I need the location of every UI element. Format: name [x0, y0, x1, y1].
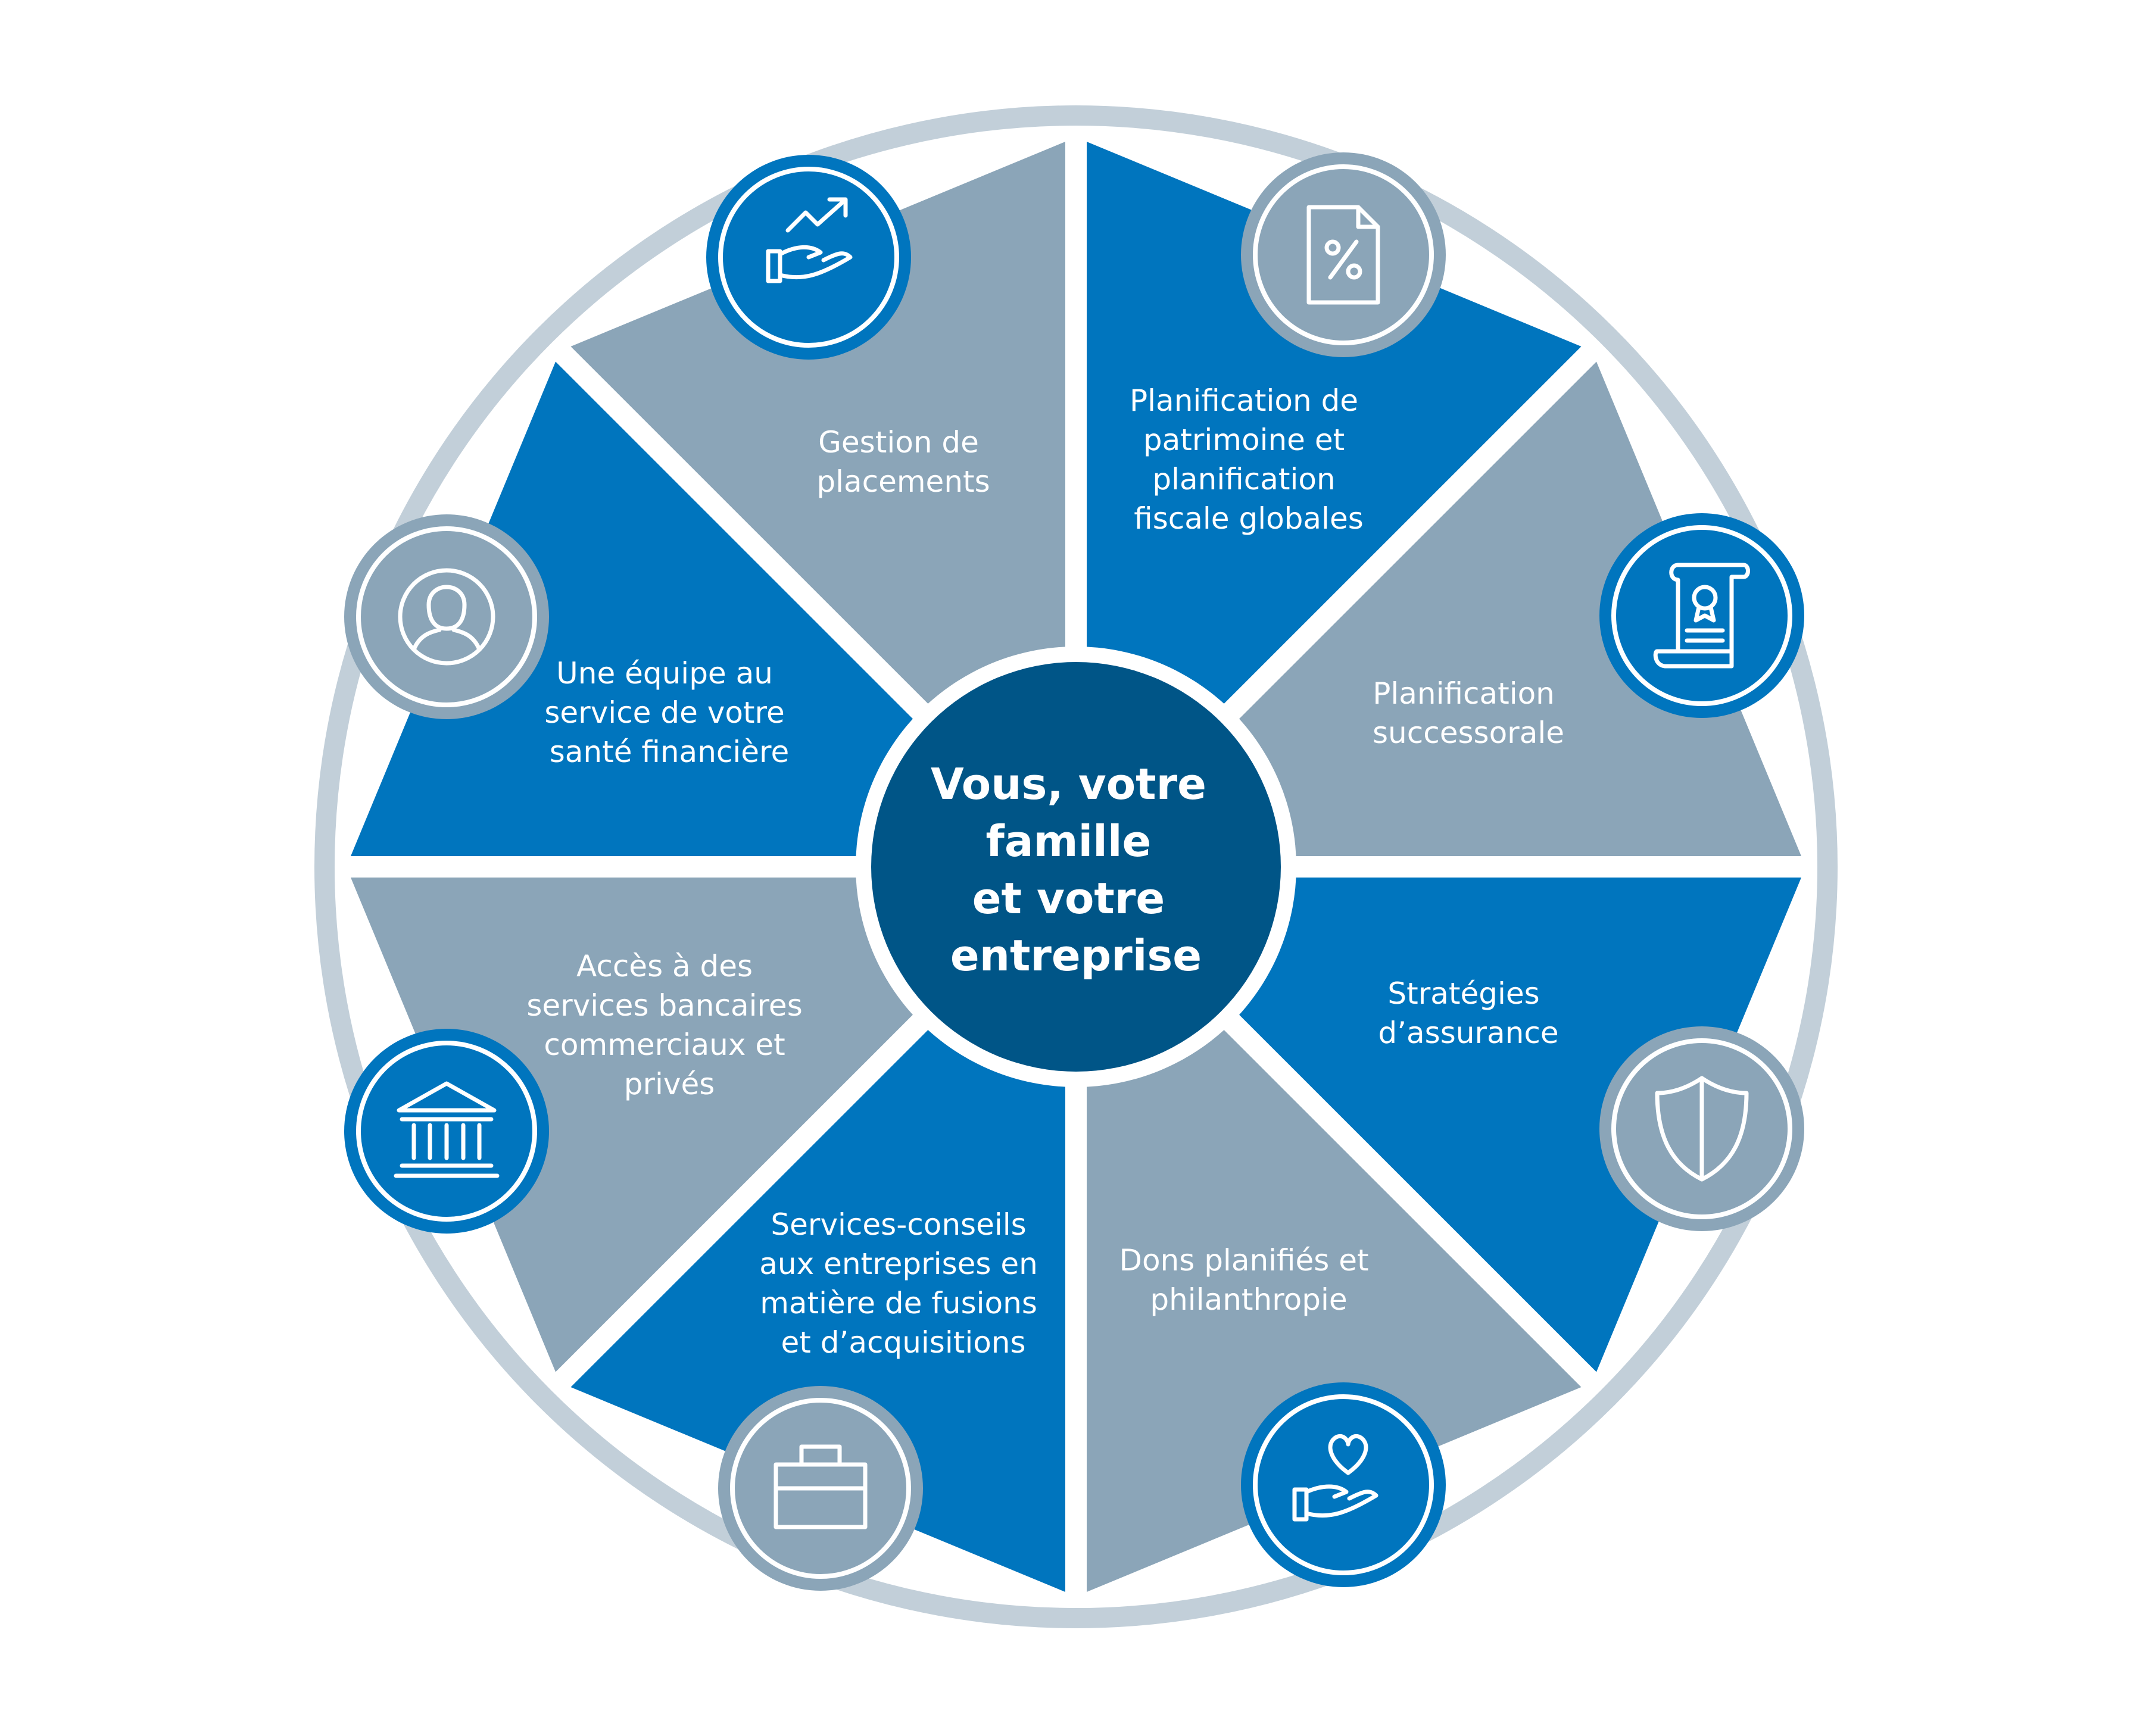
badge-services-conseils	[718, 1386, 923, 1591]
label-gestion-placements: Gestion de placements	[816, 425, 990, 499]
outer-ring	[314, 105, 1838, 1628]
tax-document-icon	[1306, 205, 1380, 305]
badge-strategies-assurance	[1599, 1026, 1804, 1231]
center-hub	[871, 662, 1281, 1072]
hand-heart-icon	[1292, 1434, 1378, 1522]
briefcase-icon	[774, 1444, 868, 1529]
label-dons-planifies: Dons planifiés et philanthropie	[1119, 1243, 1378, 1317]
label-equipe-sante-financiere: Une équipe au service de votre santé fin…	[544, 656, 794, 769]
hand-growth-icon	[766, 197, 853, 283]
label-services-conseils: Services-conseils aux entreprises en mat…	[759, 1207, 1047, 1360]
badge-equipe-sante-financiere	[344, 514, 549, 719]
icon-badges	[344, 152, 1804, 1591]
badge-dons-planifies	[1241, 1382, 1446, 1587]
badge-planification-successorale	[1599, 513, 1804, 718]
label-planification-successorale: Planification successorale	[1373, 676, 1564, 750]
label-planification-patrimoine: Planification de patrimoine et planifica…	[1130, 383, 1368, 536]
certificate-scroll-icon	[1653, 563, 1750, 669]
label-strategies-assurance: Stratégies d’assurance	[1378, 976, 1558, 1050]
label-services-bancaires: Accès à des services bancaires commercia…	[526, 949, 812, 1101]
badge-services-bancaires	[344, 1029, 549, 1234]
bank-icon	[394, 1081, 500, 1178]
person-icon	[398, 568, 495, 666]
center-title: Vous, votre famille et votre entreprise	[931, 759, 1221, 981]
segment-labels: Gestion de placements Planification de p…	[526, 383, 1564, 1360]
badge-planification-patrimoine	[1241, 152, 1446, 357]
badge-gestion-placements	[706, 155, 911, 360]
shield-icon	[1655, 1076, 1749, 1182]
